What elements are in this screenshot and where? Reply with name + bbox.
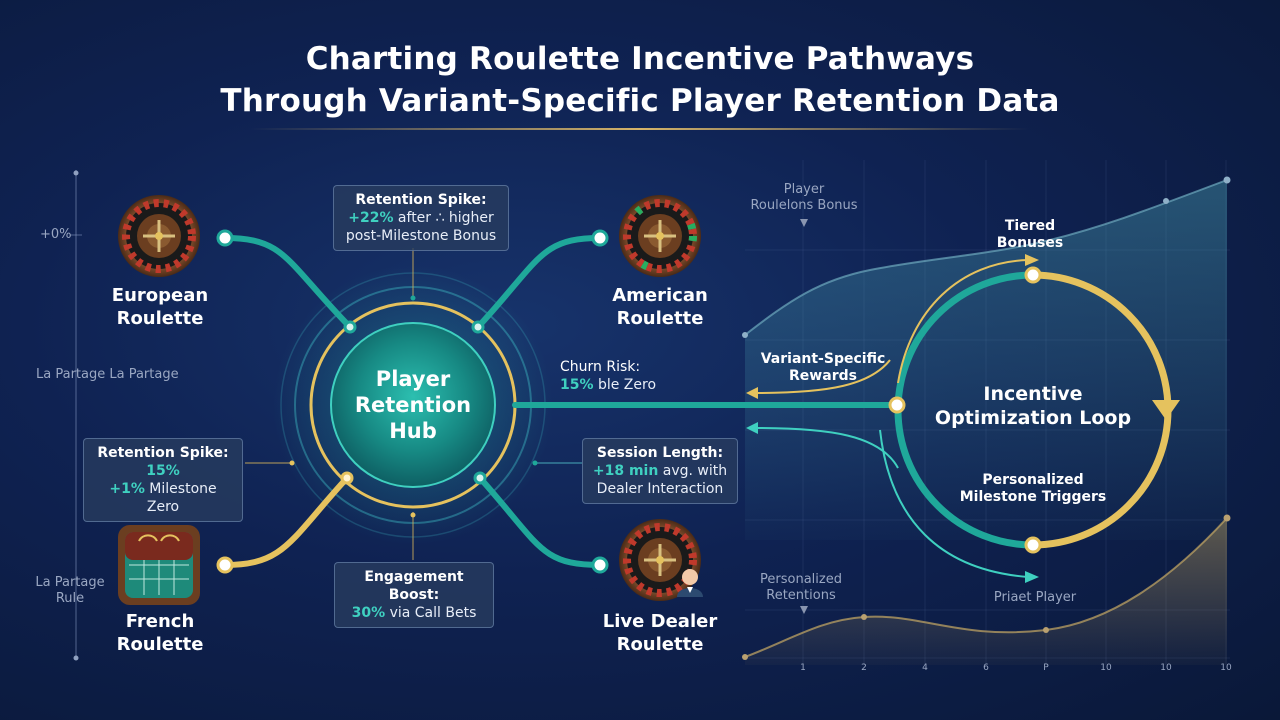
arrow-tiered-bonuses — [897, 259, 1029, 384]
roulette-wheel-icon — [619, 195, 701, 277]
loop-label-milestone-triggers: Personalized Milestone Triggers — [959, 472, 1107, 505]
hub-label: Player Retention Hub — [354, 367, 472, 443]
callout-retention-spike-top: Retention Spike: +22% after ∴ higher pos… — [333, 185, 509, 251]
connector-live-dealer — [477, 475, 603, 568]
roulette-wheel-icon — [118, 195, 200, 277]
variant-label-live-dealer: Live Dealer Roulette — [602, 611, 718, 655]
roulette-table-icon — [118, 525, 200, 605]
background-area-bottom — [745, 518, 1227, 665]
x-tick: 1 — [800, 663, 806, 673]
callout-session-length: Session Length: +18 min avg. with Dealer… — [582, 438, 738, 504]
background-line-top — [744, 179, 1228, 336]
hub-core — [330, 322, 496, 488]
left-axis-bottom-label: La Partage Rule — [35, 575, 105, 606]
background-area-top — [745, 180, 1227, 540]
bg-chart-bottom-left-label: Personalized Retentions — [760, 572, 842, 603]
left-axis-mid-label: La Partage La Partage — [36, 367, 179, 382]
title-divider — [250, 128, 1030, 130]
x-tick: 10 — [1220, 663, 1232, 673]
loop-label-variant-rewards: Variant-Specific Rewards — [760, 351, 886, 384]
x-tick: 4 — [922, 663, 928, 673]
arrow-priaet-player — [879, 429, 1029, 578]
title-line-1: Charting Roulette Incentive Pathways — [305, 41, 975, 77]
title-line-2: Through Variant-Specific Player Retentio… — [220, 83, 1060, 119]
x-tick: 10 — [1100, 663, 1112, 673]
connector-french — [222, 475, 350, 568]
callout-retention-spike-left: Retention Spike: 15% +1% Milestone Zero — [83, 438, 243, 522]
variant-label-american: American Roulette — [612, 285, 708, 329]
arrow-variant-rewards — [754, 359, 891, 394]
loop-title: Incentive Optimization Loop — [934, 383, 1132, 429]
marker-triangle-bottom — [800, 606, 808, 614]
connector-european — [222, 235, 353, 330]
left-axis-top-label: +0% — [40, 227, 72, 242]
x-tick: 2 — [861, 663, 867, 673]
x-tick: 10 — [1160, 663, 1172, 673]
bg-chart-bottom-right-label: Priaet Player — [993, 590, 1077, 605]
marker-triangle-top — [800, 219, 808, 227]
roulette-wheel-icon — [619, 519, 701, 601]
callout-churn-risk: Churn Risk: 15% ble Zero — [560, 359, 657, 393]
arrow-feedback — [754, 427, 899, 469]
page-title: Charting Roulette Incentive Pathways Thr… — [0, 38, 1280, 122]
variant-label-french: French Roulette — [116, 611, 204, 655]
x-tick: 6 — [983, 663, 989, 673]
loop-arrow-icon — [1152, 400, 1180, 420]
callout-engagement-boost: Engagement Boost: 30% via Call Bets — [334, 562, 494, 628]
x-tick: P — [1043, 663, 1049, 673]
bg-chart-top-label: Player Roulelons Bonus — [750, 182, 858, 213]
dealer-icon — [677, 569, 703, 597]
variant-label-european: European Roulette — [111, 285, 209, 329]
connector-american — [475, 235, 603, 330]
background-line-bottom — [744, 517, 1228, 658]
loop-label-tiered-bonuses: Tiered Bonuses — [996, 218, 1064, 251]
